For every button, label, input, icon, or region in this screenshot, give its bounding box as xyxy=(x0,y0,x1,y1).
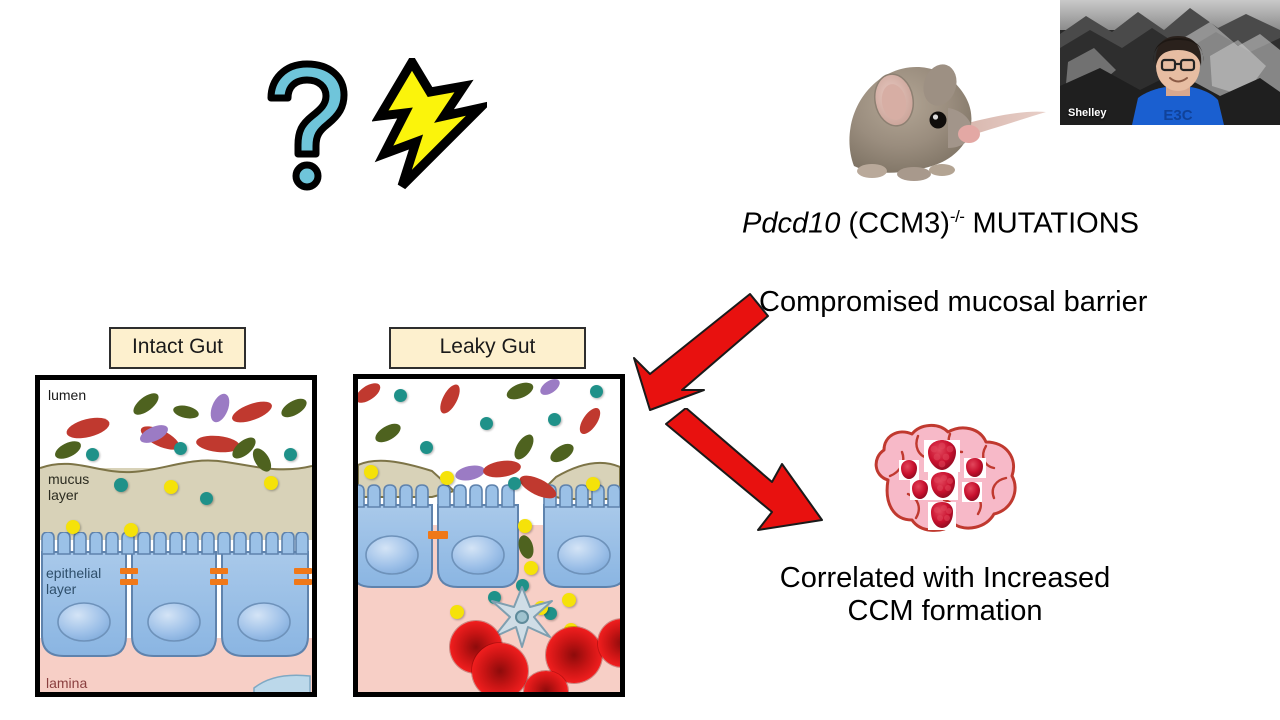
layer-label-epithelial: epithelial layer xyxy=(46,565,102,597)
particle-yellow xyxy=(164,480,178,494)
particle-yellow xyxy=(524,561,538,575)
tight-junction xyxy=(120,568,138,574)
tight-junction xyxy=(428,531,448,539)
particle-yellow xyxy=(518,519,532,533)
intact-gut-caption: Intact Gut xyxy=(109,327,246,369)
lightning-bolt-icon xyxy=(371,53,495,190)
arrow-to-leaky-gut xyxy=(620,292,770,412)
gene-alias: (CCM3) xyxy=(848,207,950,240)
red-blood-cell xyxy=(472,643,528,692)
layer-label-lumen: lumen xyxy=(48,387,87,403)
mutations-heading: Pdcd10 (CCM3)-/- MUTATIONS xyxy=(742,207,1139,241)
laboratory-mouse-image xyxy=(836,48,1051,196)
video-participant-tile[interactable]: E3C Shelley xyxy=(1060,0,1280,125)
particle-teal xyxy=(516,579,529,592)
particle-yellow xyxy=(586,477,600,491)
compromised-barrier-text: Compromised mucosal barrier xyxy=(759,286,1148,318)
particle-teal xyxy=(114,478,128,492)
particle-yellow xyxy=(450,605,464,619)
intact-gut-diagram: lumen mucus layer epithelial layer lamin… xyxy=(35,375,317,697)
gene-name: Pdcd10 xyxy=(742,207,841,240)
brain-with-ccm-lesions xyxy=(866,418,1024,540)
particle-teal xyxy=(174,442,187,455)
immune-cell-icon xyxy=(491,586,553,648)
participant-name-label: Shelley xyxy=(1068,107,1107,119)
genotype-superscript: -/- xyxy=(949,207,965,226)
particle-teal xyxy=(200,492,213,505)
particle-teal xyxy=(590,385,603,398)
tight-junction xyxy=(210,568,228,574)
tight-junction xyxy=(294,579,312,585)
particle-yellow xyxy=(66,520,80,534)
particle-teal xyxy=(86,448,99,461)
particle-teal xyxy=(394,389,407,402)
ccm-outcome-text: Correlated with Increased CCM formation xyxy=(775,562,1115,629)
mutations-word: MUTATIONS xyxy=(972,207,1139,240)
ccm-outcome-line-2: CCM formation xyxy=(847,595,1043,628)
particle-teal xyxy=(508,477,521,490)
tight-junction xyxy=(120,579,138,585)
svg-text:E3C: E3C xyxy=(1163,107,1192,124)
particle-teal xyxy=(480,417,493,430)
particle-teal xyxy=(420,441,433,454)
tight-junction xyxy=(294,568,312,574)
particle-yellow xyxy=(562,593,576,607)
particle-yellow xyxy=(124,523,138,537)
leaky-gut-diagram xyxy=(353,374,625,697)
leaky-gut-caption: Leaky Gut xyxy=(389,327,586,369)
tight-junction xyxy=(210,579,228,585)
particle-teal xyxy=(548,413,561,426)
ccm-outcome-line-1: Correlated with Increased xyxy=(779,562,1111,594)
arrow-to-brain xyxy=(660,407,835,538)
particle-yellow xyxy=(440,471,454,485)
question-mark-icon xyxy=(262,58,352,193)
particle-yellow xyxy=(364,465,378,479)
red-blood-cell xyxy=(524,671,568,692)
red-blood-cell xyxy=(598,619,620,667)
layer-label-lamina: lamina xyxy=(46,675,88,691)
particle-yellow xyxy=(264,476,278,490)
particle-teal xyxy=(284,448,297,461)
layer-label-mucus: mucus layer xyxy=(48,471,90,503)
